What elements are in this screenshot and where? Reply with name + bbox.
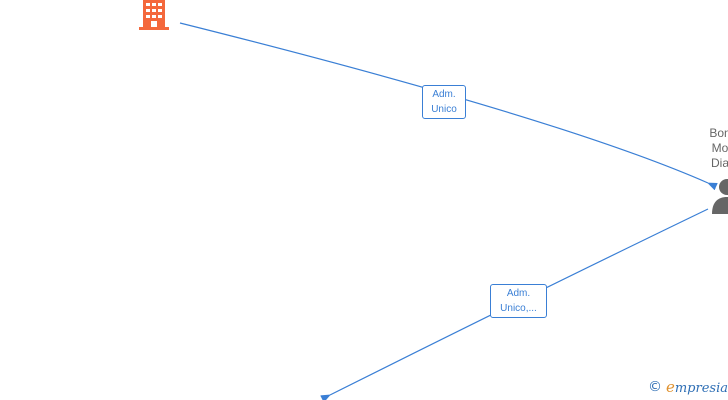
edge-label-line: Unico,... <box>500 303 537 314</box>
person-icon[interactable] <box>712 178 728 214</box>
person-name-line: Mo <box>711 141 728 155</box>
brand-rest: mpresia <box>674 381 728 396</box>
person-name-line: Dia <box>710 156 728 170</box>
brand-logo: empresia <box>666 378 728 396</box>
edge-label-adm-unico-truncated[interactable]: Adm. Unico,... <box>490 284 547 318</box>
person-name-label: Bon Mo Dia <box>700 126 728 171</box>
edge-label-line: Unico <box>431 104 457 115</box>
copyright-icon: © <box>647 379 662 395</box>
person-name-line: Bon <box>709 126 728 140</box>
edge-label-line: Adm. <box>506 288 531 299</box>
empresia-watermark: © empresia <box>648 378 728 396</box>
building-icon[interactable] <box>137 0 171 30</box>
edge-person-to-company <box>179 22 718 191</box>
brand-initial: e <box>665 378 675 396</box>
edge-label-line: Adm. <box>432 89 456 100</box>
edge-label-adm-unico[interactable]: Adm. Unico <box>422 85 466 119</box>
